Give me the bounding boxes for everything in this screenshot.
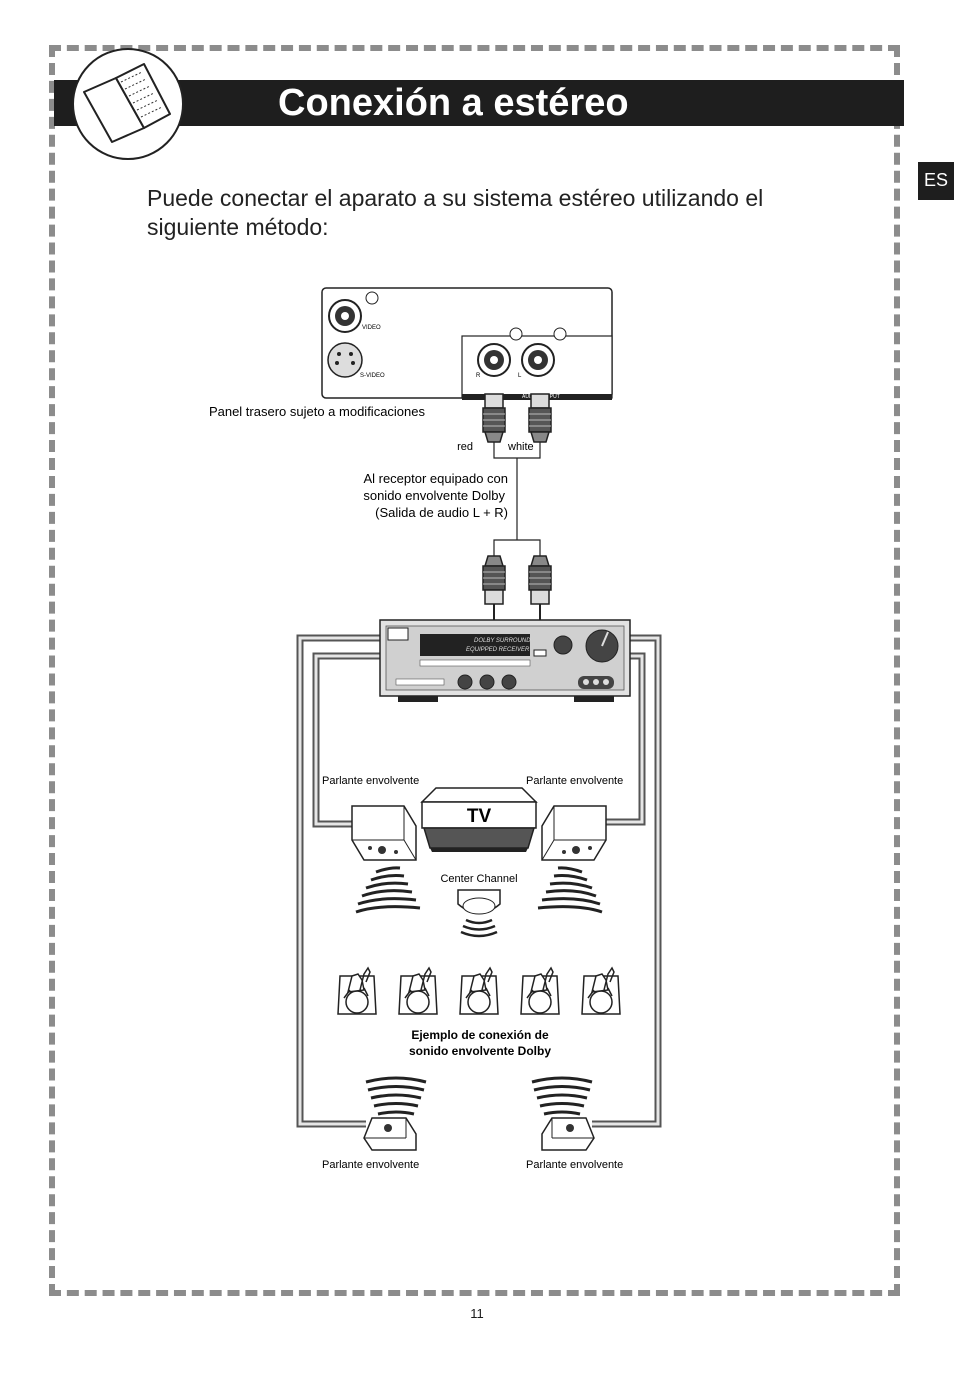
page-number: 11	[470, 1306, 484, 1321]
rca-plug-receiver-left	[482, 555, 506, 605]
cable-white-label: white	[507, 441, 534, 453]
receiver-note-1: Al receptor equipado con	[363, 471, 508, 486]
front-left-sound-waves	[355, 866, 421, 914]
jack-l-label: L	[518, 373, 522, 379]
listener	[520, 967, 560, 1015]
rear-left-sound-waves	[365, 1076, 427, 1116]
front-left-speaker	[351, 805, 417, 861]
listener	[337, 967, 377, 1015]
receiver-display-line1: DOLBY SURROUND	[474, 638, 531, 644]
center-sound-waves	[460, 918, 498, 938]
receiver-note-2: sonido envolvente Dolby	[363, 488, 505, 503]
center-channel-speaker	[457, 889, 501, 915]
rca-plug-receiver-right	[528, 555, 552, 605]
title-bar	[54, 80, 904, 126]
video-jack-label: VIDEO	[362, 325, 381, 331]
rca-plug-white	[528, 393, 552, 443]
front-right-sound-waves	[537, 866, 603, 914]
svideo-jack-label: S-VIDEO	[360, 373, 385, 379]
jack-r-label: R	[476, 373, 481, 379]
rear-right-sound-waves	[531, 1076, 593, 1116]
receiver-display-line2: EQUIPPED RECEIVER	[466, 647, 530, 653]
page-title: Conexión a estéreo	[278, 82, 629, 124]
rear-right-speaker	[541, 1117, 595, 1151]
tv-set	[420, 787, 538, 852]
rear-left-speaker-label: Parlante envolvente	[322, 1159, 419, 1171]
book-icon	[72, 48, 184, 160]
rear-panel	[321, 287, 613, 400]
receiver-note-3: (Salida de audio L + R)	[375, 505, 508, 520]
speaker-wires	[296, 634, 662, 1128]
panel-caption: Panel trasero sujeto a modificaciones	[209, 404, 426, 419]
front-left-speaker-label: Parlante envolvente	[322, 775, 419, 787]
example-caption-line2: sonido envolvente Dolby	[409, 1044, 551, 1058]
listener	[459, 967, 499, 1015]
dolby-receiver	[379, 619, 631, 702]
language-tab: ES	[918, 162, 954, 200]
intro-text: Puede conectar el aparato a su sistema e…	[147, 185, 764, 240]
example-caption-line1: Ejemplo de conexión de	[411, 1028, 549, 1042]
center-channel-label: Center Channel	[440, 873, 517, 885]
front-right-speaker	[541, 805, 607, 861]
listener	[398, 967, 438, 1015]
tv-label: TV	[467, 806, 492, 827]
rear-left-speaker	[363, 1117, 417, 1151]
front-right-speaker-label: Parlante envolvente	[526, 775, 623, 787]
rear-right-speaker-label: Parlante envolvente	[526, 1159, 623, 1171]
audio-cable	[493, 442, 541, 556]
listener	[581, 967, 621, 1015]
rca-plug-red	[482, 393, 506, 443]
page-border	[49, 45, 900, 1296]
cable-red-label: red	[457, 441, 473, 453]
